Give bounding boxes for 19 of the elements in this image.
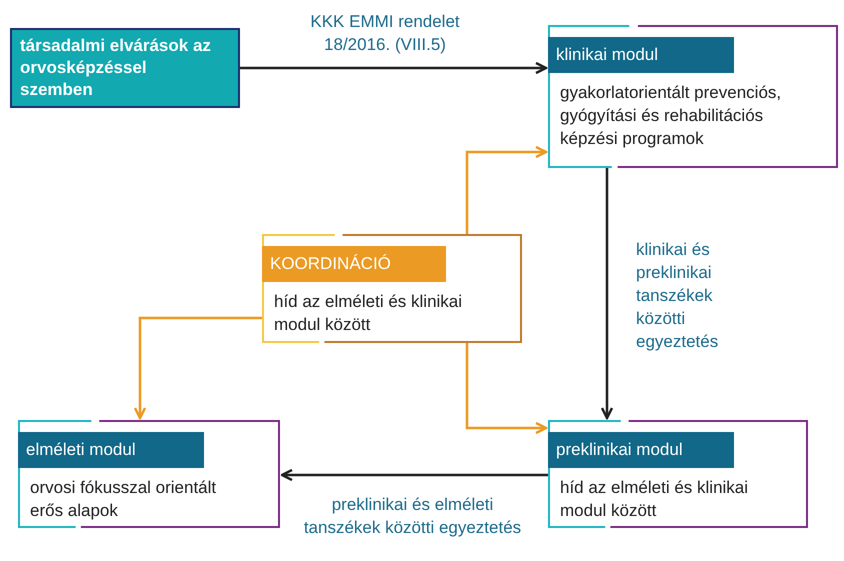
arrow [280,468,548,482]
input-box: társadalmi elvárások az orvosképzéssel szemben [10,28,240,108]
arrow [240,62,548,74]
module-description: híd az elméleti és klinikai modul között [274,291,464,336]
module-header: KOORDINÁCIÓ [262,246,446,282]
module-box [548,420,808,528]
module-description: orvosi fókusszal orientált erős alapok [30,477,218,522]
arrow [466,146,548,234]
module-box [18,420,280,528]
module-header: elméleti modul [18,432,204,468]
module-box [262,234,522,343]
module-box [548,25,838,168]
arrow [134,316,262,420]
arrow [466,343,548,434]
module-header: preklinikai modul [548,432,734,468]
module-header: klinikai modul [548,37,734,73]
arrow [600,168,614,420]
module-description: híd az elméleti és klinikai modul között [560,477,750,522]
module-description: gyakorlatorientált prevenciós, gyógyítási és rehabilitációs képzési programok [560,82,782,150]
